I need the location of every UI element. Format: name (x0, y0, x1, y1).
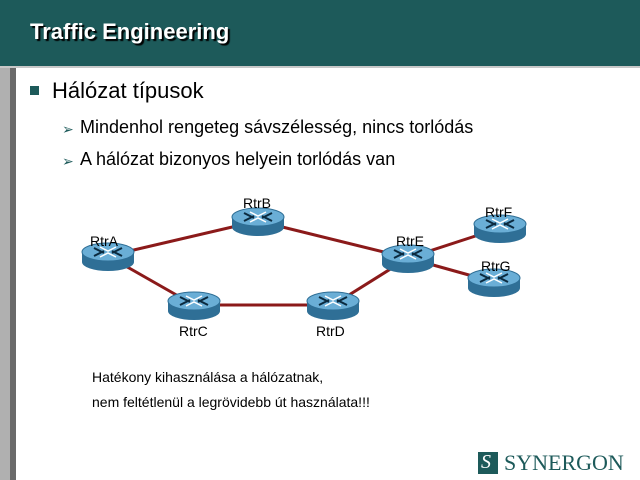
router-icon (381, 244, 435, 274)
arrow-bullet-icon: ➢ (62, 153, 74, 169)
subitem-congestion: A hálózat bizonyos helyein torlódás van (80, 149, 396, 169)
router-label-g: RtrG (481, 258, 511, 274)
heading-bullet: Hálózat típusok (52, 78, 204, 103)
router-label-b: RtrB (243, 195, 271, 211)
router-label-d: RtrD (316, 323, 345, 339)
logo-mark-icon: S (478, 451, 498, 474)
router-icon (167, 291, 221, 321)
header-divider (0, 66, 640, 68)
note-line-2: nem feltétlenül a legrövidebb út használ… (92, 394, 370, 410)
link-lines (107, 219, 501, 307)
arrow-bullet-icon: ➢ (62, 121, 74, 137)
note-line-1: Hatékony kihasználása a hálózatnak, (92, 369, 324, 385)
logo-text: SYNERGON (504, 450, 624, 475)
router-icon (231, 207, 285, 237)
router-label-c: RtrC (179, 323, 208, 339)
router-label-a: RtrA (90, 233, 118, 249)
title-bar: Traffic Engineering (0, 0, 640, 66)
subitem-bandwidth: Mindenhol rengeteg sávszélesség, nincs t… (80, 117, 474, 137)
router-icon (306, 291, 360, 321)
left-sidebar-shadow (10, 68, 16, 480)
router-label-f: RtrF (485, 204, 513, 220)
square-bullet-icon (30, 86, 39, 95)
slide-title: Traffic Engineering (30, 19, 230, 44)
router-label-e: RtrE (396, 233, 424, 249)
